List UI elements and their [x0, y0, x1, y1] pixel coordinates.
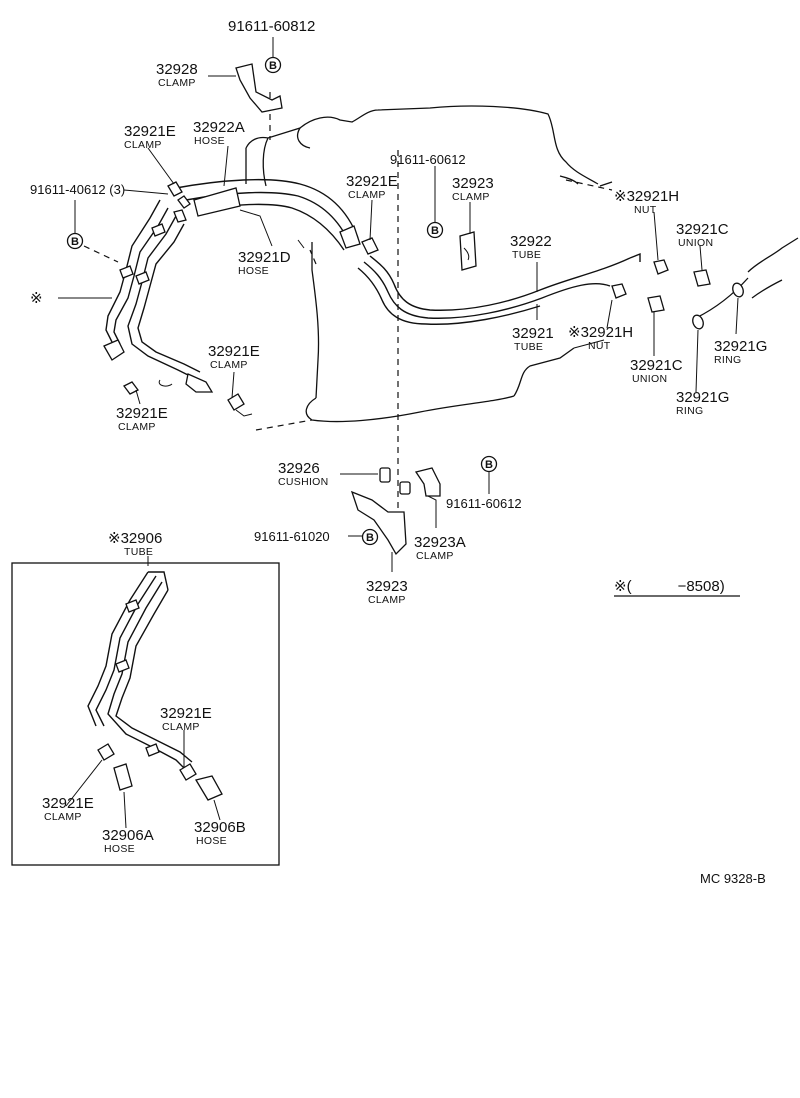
desc-32921C-a: UNION	[678, 237, 713, 249]
desc-32921H-a: NUT	[634, 204, 657, 216]
label-32922A: 32922A	[193, 119, 245, 136]
hose-32922A	[193, 187, 361, 249]
dashed-leaders	[83, 92, 399, 540]
desc-32926: CUSHION	[278, 476, 329, 488]
desc-32921E-b: CLAMP	[348, 189, 386, 201]
desc-32921G-a: RING	[714, 354, 741, 366]
label-32906: ※32906	[108, 530, 162, 547]
fittings-right	[611, 259, 744, 330]
svg-text:B: B	[71, 236, 79, 248]
desc-32906A: HOSE	[104, 843, 135, 855]
desc-32923-b: CLAMP	[368, 594, 406, 606]
label-32921G-b: 32921G	[676, 389, 729, 406]
svg-text:B: B	[366, 532, 374, 544]
part-labels: 91611-60812 32928 CLAMP 32921E CLAMP 329…	[30, 18, 767, 886]
label-32928: 32928	[156, 61, 198, 78]
bolt-symbols: B B B B B	[66, 56, 498, 546]
legend-note: ※(−8508)	[614, 578, 725, 595]
label-32926: 32926	[278, 460, 320, 477]
label-91611-61020: 91611-61020	[254, 529, 330, 544]
desc-32921D: HOSE	[238, 265, 269, 277]
clamp-32928	[235, 63, 283, 113]
bolt-symbol-top: B	[264, 56, 282, 74]
label-32921C-b: 32921C	[630, 357, 683, 374]
label-32923A: 32923A	[414, 534, 466, 551]
label-91611-40612: 91611-40612 (3)	[30, 182, 125, 197]
label-32921G-a: 32921G	[714, 338, 767, 355]
svg-text:B: B	[431, 225, 439, 237]
label-32906A: 32906A	[102, 827, 154, 844]
desc-32921E-e: CLAMP	[162, 721, 200, 733]
desc-32921G-b: RING	[676, 405, 703, 417]
desc-32921H-b: NUT	[588, 340, 611, 352]
label-32921D: 32921D	[238, 249, 291, 266]
desc-32921: TUBE	[514, 341, 543, 353]
svg-text:B: B	[269, 60, 277, 72]
left-tube-assembly	[103, 181, 253, 417]
desc-32921C-b: UNION	[632, 373, 667, 385]
desc-32922A: HOSE	[194, 135, 225, 147]
label-32921E-d: 32921E	[116, 405, 168, 422]
bolt-symbol-lower: B	[361, 528, 379, 546]
note-symbol-left: ※	[30, 290, 43, 307]
reference-code: MC 9328-B	[700, 871, 766, 886]
cushion-clamp-assembly	[350, 467, 441, 556]
desc-32906B: HOSE	[196, 835, 227, 847]
label-91611-60612-b: 91611-60612	[446, 496, 522, 511]
desc-32906: TUBE	[124, 546, 153, 558]
label-32921E-c: 32921E	[208, 343, 260, 360]
desc-32923A: CLAMP	[416, 550, 454, 562]
label-32921E-b: 32921E	[346, 173, 398, 190]
label-32922: 32922	[510, 233, 552, 250]
clamp-32921E-center	[361, 237, 379, 255]
svg-text:B: B	[485, 459, 493, 471]
label-32921E-a: 32921E	[124, 123, 176, 140]
main-fuel-tubes	[175, 178, 641, 325]
desc-32922: TUBE	[512, 249, 541, 261]
desc-32921E-c: CLAMP	[210, 359, 248, 371]
label-32921H-a: ※32921H	[614, 188, 679, 205]
label-32921E-e: 32921E	[160, 705, 212, 722]
label-32921C-a: 32921C	[676, 221, 729, 238]
desc-32921E-f: CLAMP	[44, 811, 82, 823]
leader-lines	[58, 37, 739, 572]
inset-box-32906	[11, 556, 280, 866]
label-32906B: 32906B	[194, 819, 246, 836]
desc-32928: CLAMP	[158, 77, 196, 89]
label-32923-b: 32923	[366, 578, 408, 595]
label-32921E-f: 32921E	[42, 795, 94, 812]
label-32921H-b: ※32921H	[568, 324, 633, 341]
label-32923-a: 32923	[452, 175, 494, 192]
desc-32923-a: CLAMP	[452, 191, 490, 203]
label-91611-60812: 91611-60812	[228, 18, 315, 35]
clamp-32923-upper	[459, 231, 477, 271]
desc-32921E-d: CLAMP	[118, 421, 156, 433]
desc-32921E-a: CLAMP	[124, 139, 162, 151]
label-91611-60612-a: 91611-60612	[390, 152, 466, 167]
bolt-symbol-upper: B	[426, 221, 444, 239]
bolt-symbol-left: B	[66, 232, 84, 250]
engine-outline	[245, 105, 799, 431]
bolt-symbol-right: B	[480, 455, 498, 473]
label-32921: 32921	[512, 325, 554, 342]
